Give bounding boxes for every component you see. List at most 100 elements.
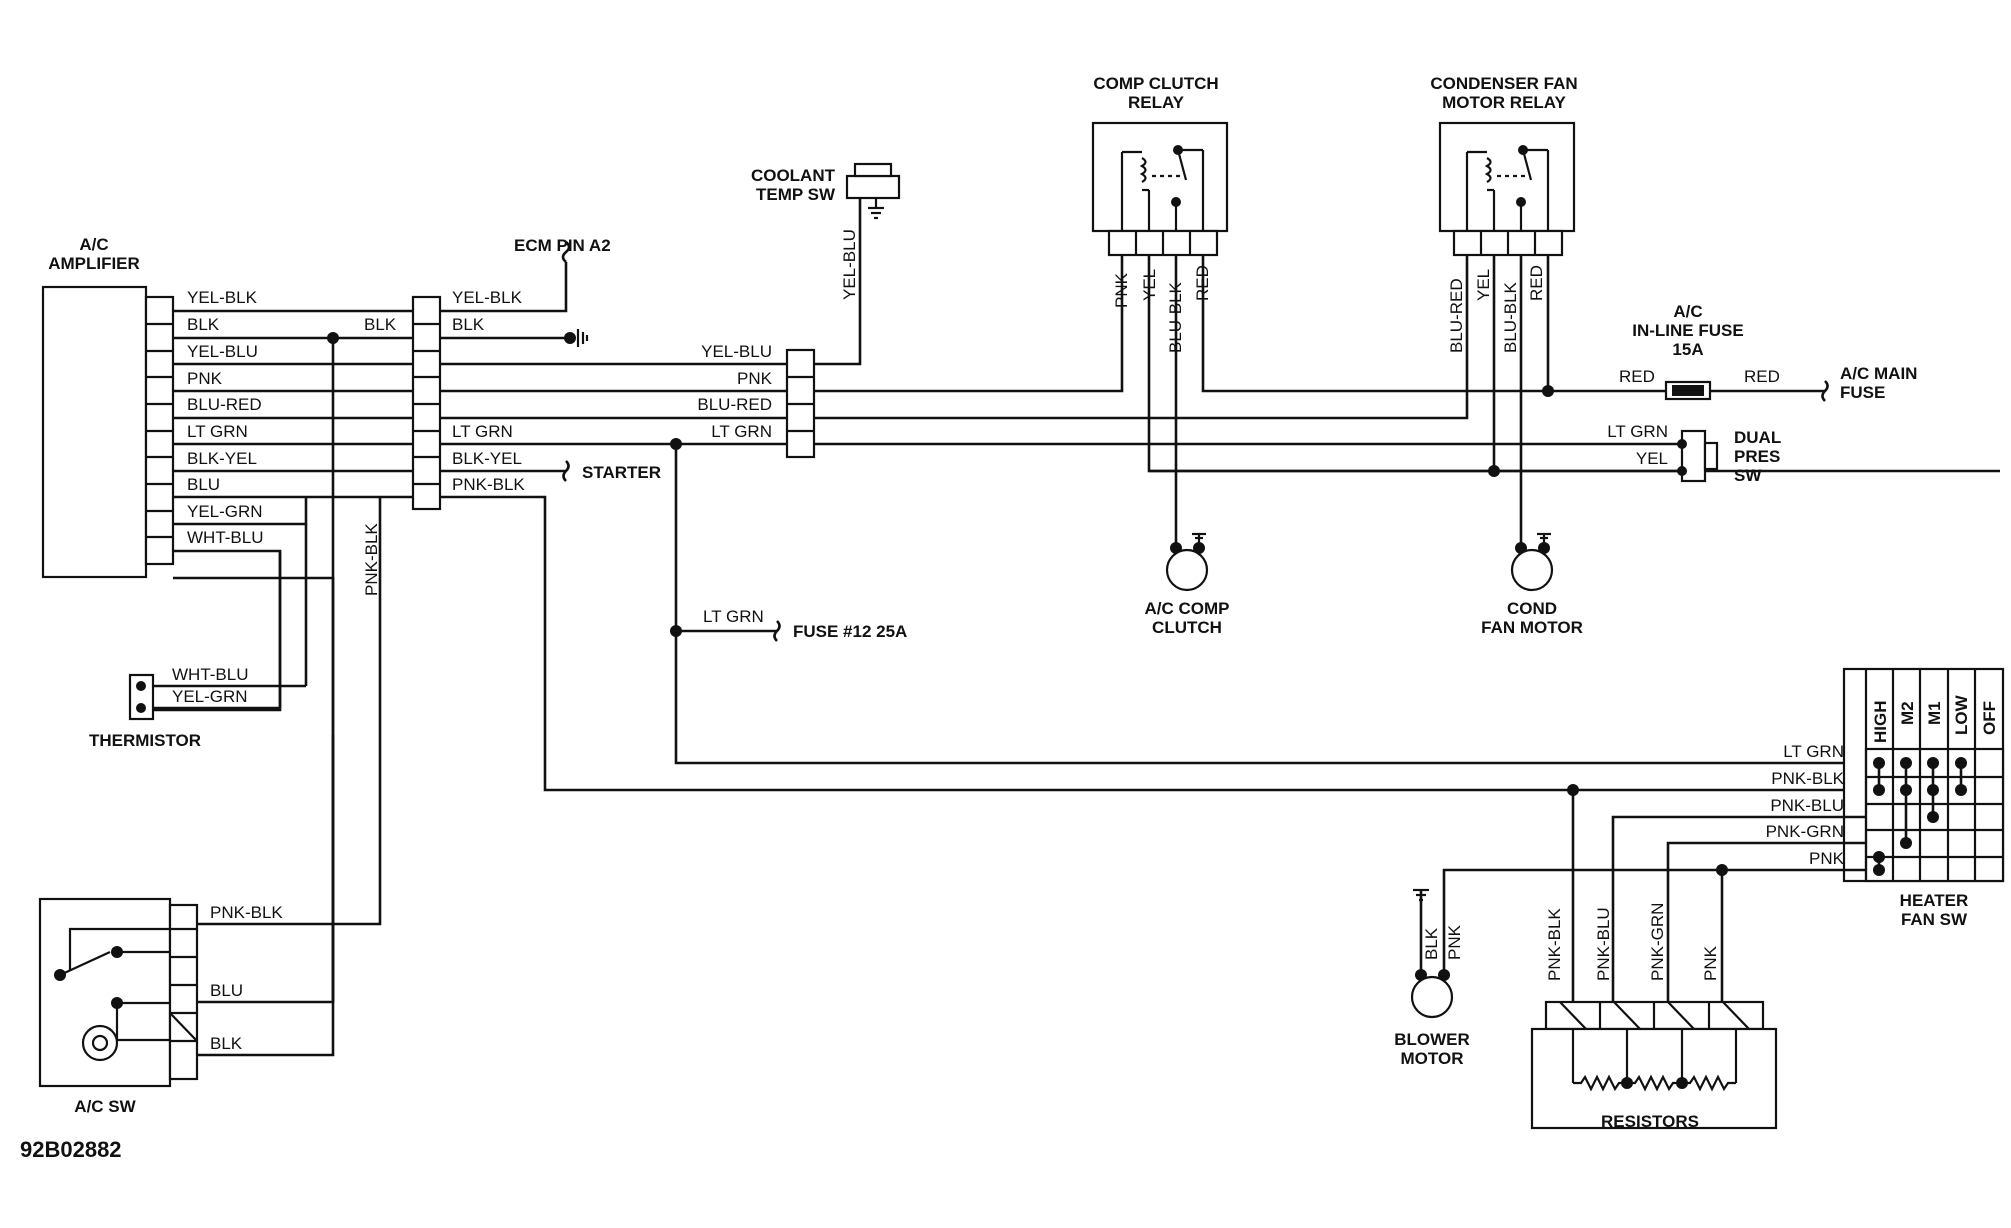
resistor-wire-labels: PNK-BLK PNK-BLU PNK-GRN PNK	[1545, 903, 1720, 981]
starter-terminal	[562, 460, 570, 482]
wire-blk-vertical	[198, 338, 335, 1057]
heater-sw-wire-labels: LT GRN PNK-BLK PNK-BLU PNK-GRN PNK	[1766, 742, 1845, 868]
wire-label: RED	[1619, 367, 1655, 386]
wire-label: LT GRN	[187, 422, 248, 441]
wire-label: BLK	[364, 315, 397, 334]
ac-comp-clutch: A/C COMP CLUTCH	[1145, 532, 1230, 637]
ground-icon	[868, 198, 884, 220]
wire-label: BLU-RED	[187, 395, 262, 414]
ac-amplifier-label: AMPLIFIER	[48, 254, 140, 273]
wire-label: PNK-BLK	[452, 475, 525, 494]
splice-dot	[1677, 466, 1687, 476]
fan-relay-wire-labels: BLU-RED YEL BLU-BLK RED	[1447, 265, 1546, 353]
wire-label: BLU-RED	[697, 395, 772, 414]
ecm-pin-label: ECM PIN A2	[514, 236, 611, 255]
blower-motor-label: MOTOR	[1401, 1049, 1464, 1068]
wire-label: PNK	[737, 369, 773, 388]
inline-fuse-label: IN-LINE FUSE	[1632, 321, 1743, 340]
wire-lt-grn-vertical	[674, 444, 1866, 765]
wire-label: WHT-BLU	[187, 528, 264, 547]
wire-label: BLK	[1422, 927, 1441, 960]
wire-label: BLK	[452, 315, 485, 334]
wire-label: BLK-YEL	[187, 449, 257, 468]
blower-motor: BLK PNK BLOWER MOTOR	[1394, 888, 1470, 1068]
wire-label: WHT-BLU	[172, 665, 249, 684]
ac-sw-wires	[197, 497, 382, 1004]
heater-fan-switch: HIGH M2 M1 LOW OFF HEATER FAN SW	[1842, 667, 2005, 929]
wire-yel-blk-ecm	[440, 262, 568, 313]
dual-pres-sw-label: SW	[1734, 466, 1762, 485]
wire-label: BLU-RED	[1447, 278, 1466, 353]
coolant-temp-sw-label: TEMP SW	[756, 185, 836, 204]
heater-sw-position: M1	[1925, 701, 1944, 725]
wire-label: LT GRN	[1783, 742, 1844, 761]
condenser-fan-relay-label: CONDENSER FAN	[1430, 74, 1577, 93]
fan-relay-wires	[814, 255, 1550, 548]
ac-comp-clutch-label: CLUTCH	[1152, 618, 1222, 637]
ac-sw-label: A/C SW	[74, 1097, 136, 1116]
cond-fan-motor-label: COND	[1507, 599, 1557, 618]
thermistor-wires	[153, 524, 308, 710]
condenser-fan-relay: CONDENSER FAN MOTOR RELAY	[1430, 74, 1578, 257]
relay-coil	[1465, 150, 1496, 231]
wire-label: BLK	[187, 315, 220, 334]
amp-wire-labels: YEL-BLK BLK YEL-BLU PNK BLU-RED LT GRN B…	[187, 288, 397, 547]
splice-dot	[1677, 439, 1687, 449]
splice-dot	[327, 332, 339, 344]
wire-label: PNK	[1809, 849, 1845, 868]
conn1-wire-labels: YEL-BLK BLK LT GRN BLK-YEL PNK-BLK	[452, 288, 525, 494]
ground-icon	[1537, 532, 1551, 540]
thermistor: THERMISTOR	[89, 673, 201, 750]
inline-fuse: A/C IN-LINE FUSE 15A	[1632, 302, 1744, 401]
ac-amplifier: A/C AMPLIFIER	[41, 235, 175, 579]
wire-label: YEL-GRN	[172, 687, 248, 706]
resistors-label: RESISTORS	[1601, 1112, 1699, 1131]
heater-sw-position: OFF	[1980, 701, 1999, 735]
wire-label: YEL-BLU	[187, 342, 258, 361]
ground-terminal	[564, 332, 576, 344]
figure-id: 92B02882	[20, 1137, 122, 1162]
wire-label: YEL-BLK	[187, 288, 258, 307]
coolant-temp-switch: COOLANT TEMP SW	[751, 162, 901, 220]
wire-label: PNK-BLK	[1771, 769, 1844, 788]
comp-clutch-relay-label: COMP CLUTCH	[1093, 74, 1218, 93]
wire-label: YEL	[1474, 269, 1493, 301]
wire-label: PNK	[1445, 924, 1464, 960]
splice-dot	[1716, 864, 1728, 876]
wire-label: BLU	[187, 475, 220, 494]
ac-amplifier-body	[41, 285, 148, 579]
wire-pnk-blk-heater	[440, 495, 1866, 792]
wire-label: RED	[1527, 265, 1546, 301]
ground-icon	[1192, 532, 1206, 540]
splice-dot	[1542, 385, 1554, 397]
ac-comp-clutch-label: A/C COMP	[1145, 599, 1230, 618]
wire-label: BLK	[210, 1034, 243, 1053]
ac-main-fuse-label: FUSE	[1840, 383, 1885, 402]
connector-1	[411, 295, 442, 511]
wire-label: PNK-BLK	[1545, 908, 1564, 981]
wire-label: YEL-BLU	[701, 342, 772, 361]
connector-2	[785, 348, 816, 459]
ac-switch: A/C SW	[38, 897, 199, 1116]
wire-label: YEL	[1636, 449, 1668, 468]
wire-label: PNK-BLK	[210, 903, 283, 922]
wire-label: BLU-BLK	[1501, 281, 1520, 353]
ecm-pin-terminal	[561, 241, 571, 263]
comp-clutch-relay: COMP CLUTCH RELAY	[1091, 74, 1229, 257]
wire-label: PNK	[187, 369, 223, 388]
wire-label: LT GRN	[452, 422, 513, 441]
comp-clutch-relay-label: RELAY	[1128, 93, 1185, 112]
splice-dot	[670, 438, 682, 450]
inline-fuse-label: A/C	[1673, 302, 1702, 321]
conn2-wire-labels: YEL-BLU PNK BLU-RED LT GRN	[697, 342, 772, 441]
coolant-temp-sw-label: COOLANT	[751, 166, 836, 185]
ground-icon	[1413, 888, 1429, 902]
inline-fuse-label: 15A	[1672, 340, 1703, 359]
wire-label: YEL-BLU	[840, 229, 859, 300]
dual-pres-sw-label: PRES	[1734, 447, 1780, 466]
comp-relay-wire-labels: PNK YEL BLU-BLK RED	[1112, 265, 1212, 353]
ac-amplifier-connector-pins	[146, 322, 173, 539]
wire-label: PNK-GRN	[1766, 822, 1844, 841]
cond-fan-motor-label: FAN MOTOR	[1481, 618, 1583, 637]
